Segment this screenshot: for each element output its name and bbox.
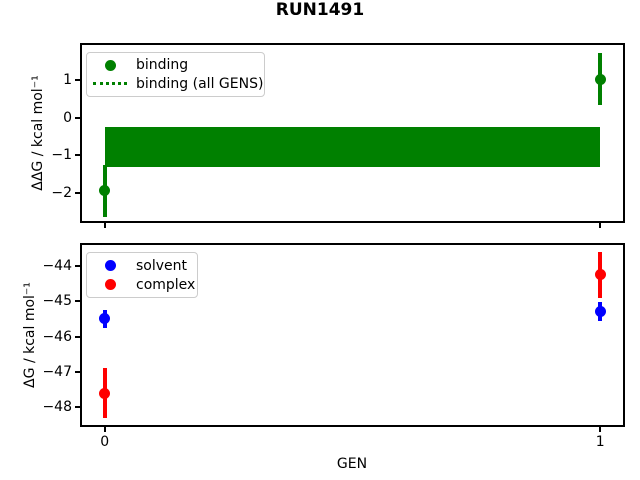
x-tick bbox=[599, 427, 602, 432]
y-tick-label: −48 bbox=[42, 399, 72, 416]
legend-item-binding-all-gens: binding (all GENS) bbox=[91, 75, 263, 94]
y-tick bbox=[75, 300, 80, 303]
legend-label-binding: binding bbox=[136, 57, 189, 74]
confidence-band-binding (all GENS) bbox=[104, 127, 601, 167]
circle-marker-icon bbox=[104, 260, 116, 271]
y-tick-label: −2 bbox=[51, 184, 72, 201]
legend-label-binding-all-gens: binding (all GENS) bbox=[136, 75, 264, 92]
figure-title: RUN1491 bbox=[275, 0, 365, 20]
y-tick-label: −44 bbox=[42, 257, 72, 274]
y-tick bbox=[75, 406, 80, 409]
complex-point-gen-0 bbox=[99, 387, 111, 399]
y-axis-label: ΔG / kcal mol⁻¹ bbox=[22, 282, 38, 388]
x-tick bbox=[103, 427, 106, 432]
solvent-point-gen-1 bbox=[594, 306, 606, 318]
y-tick bbox=[75, 335, 80, 338]
y-tick-label: −46 bbox=[42, 328, 72, 345]
x-tick bbox=[103, 223, 106, 228]
y-tick-label: −47 bbox=[42, 363, 72, 380]
solvent-point-gen-0 bbox=[99, 313, 111, 325]
y-tick-label: −45 bbox=[42, 293, 72, 310]
complex-marker-swatch bbox=[91, 279, 129, 290]
x-tick-label: 1 bbox=[595, 434, 605, 450]
binding-all-gens-line-swatch bbox=[91, 82, 129, 86]
legend-label-solvent: solvent bbox=[136, 257, 188, 274]
circle-marker-icon bbox=[104, 59, 116, 71]
y-tick bbox=[75, 264, 80, 267]
bottom-legend: solvent complex bbox=[86, 252, 198, 298]
x-tick-label: 0 bbox=[100, 434, 110, 450]
y-tick-label: 0 bbox=[63, 109, 72, 126]
bottom-subplot-axes bbox=[80, 243, 625, 427]
y-tick bbox=[75, 154, 80, 157]
x-tick bbox=[599, 223, 602, 228]
binding-point-gen-0 bbox=[99, 185, 111, 197]
y-tick bbox=[75, 370, 80, 373]
y-tick-label: 1 bbox=[63, 72, 72, 89]
legend-item-solvent: solvent bbox=[91, 256, 189, 275]
legend-item-complex: complex bbox=[91, 275, 195, 294]
top-legend: binding binding (all GENS) bbox=[86, 52, 265, 97]
binding-point-gen-1 bbox=[594, 73, 606, 85]
y-tick bbox=[75, 79, 80, 82]
circle-marker-icon bbox=[104, 279, 116, 290]
complex-point-gen-1 bbox=[594, 269, 606, 281]
y-tick bbox=[75, 116, 80, 119]
legend-label-complex: complex bbox=[136, 276, 196, 293]
dotted-line-icon bbox=[93, 82, 127, 86]
legend-item-binding: binding bbox=[91, 56, 256, 75]
x-axis-label: GEN bbox=[336, 456, 368, 472]
top-subplot-axes bbox=[80, 43, 625, 223]
y-tick bbox=[75, 191, 80, 194]
y-tick-label: −1 bbox=[51, 147, 72, 164]
binding-marker-swatch bbox=[91, 59, 129, 71]
y-axis-label: ΔΔG / kcal mol⁻¹ bbox=[30, 75, 46, 191]
solvent-marker-swatch bbox=[91, 260, 129, 271]
